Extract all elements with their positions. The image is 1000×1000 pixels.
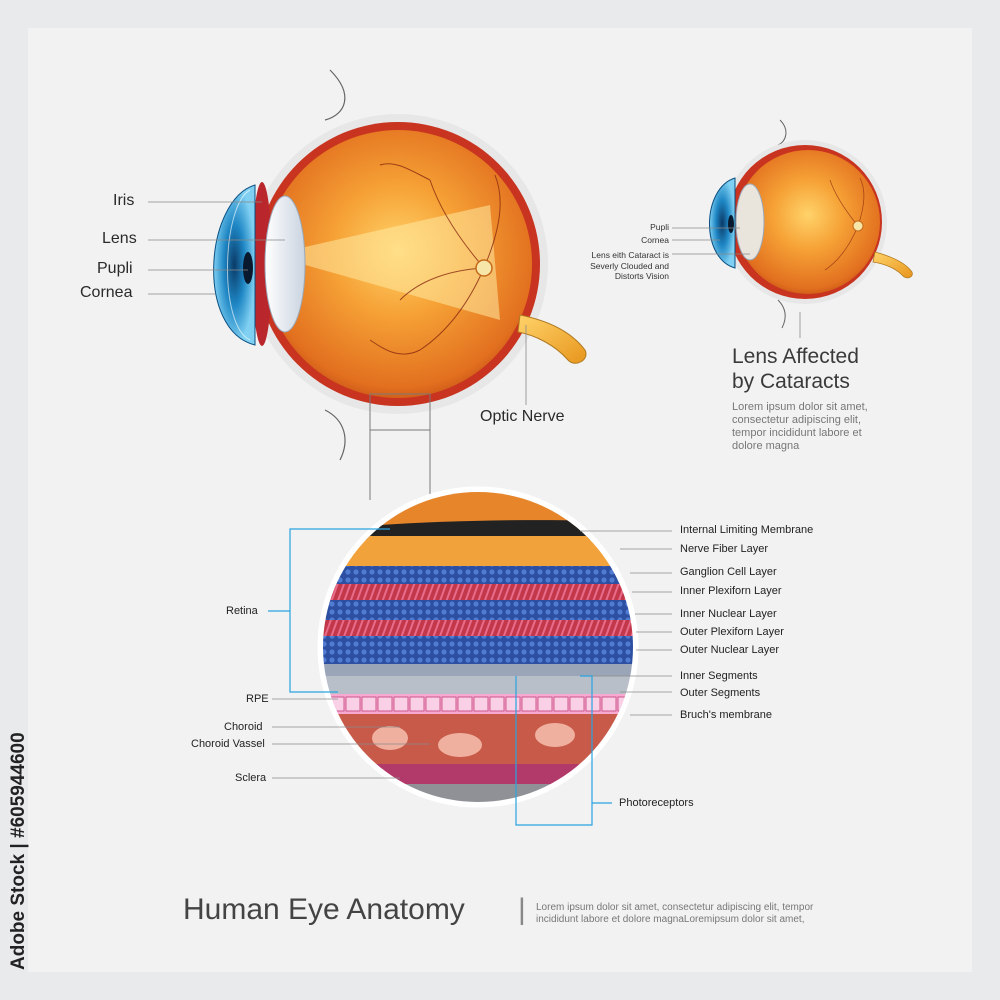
label-optic-nerve: Optic Nerve xyxy=(480,408,565,425)
label-lens: Lens xyxy=(102,230,137,247)
cataract-heading-line2: by Cataracts xyxy=(732,370,850,393)
label-lens-cataract: Lens eith Cataract is Severly Clouded an… xyxy=(590,250,669,281)
cataract-eye xyxy=(709,119,913,329)
label-cataract-pupil: Pupli xyxy=(650,222,669,232)
cataract-description: Lorem ipsum dolor sit amet, consectetur … xyxy=(732,401,868,452)
label-retina: Retina xyxy=(226,605,258,617)
label-ganglion-cell-layer: Ganglion Cell Layer xyxy=(680,566,777,578)
label-bruchs-membrane: Bruch's membrane xyxy=(680,709,772,721)
label-outer-plexiform-layer: Outer Plexiforn Layer xyxy=(680,626,784,638)
label-pupil: Pupli xyxy=(97,260,133,277)
label-internal-limiting-membrane: Internal Limiting Membrane xyxy=(680,524,814,536)
label-cornea: Cornea xyxy=(80,284,133,301)
label-photoreceptors: Photoreceptors xyxy=(619,797,694,809)
stock-watermark-id: Adobe Stock | #605944600 xyxy=(8,732,29,970)
label-outer-segments: Outer Segments xyxy=(680,687,761,699)
label-sclera: Sclera xyxy=(235,772,267,784)
main-eye xyxy=(213,69,587,461)
label-cataract-cornea: Cornea xyxy=(641,235,669,245)
label-nerve-fiber-layer: Nerve Fiber Layer xyxy=(680,543,769,555)
retina-bracket xyxy=(268,528,612,826)
label-iris: Iris xyxy=(113,192,135,209)
label-rpe: RPE xyxy=(246,693,269,705)
label-choroid: Choroid xyxy=(224,721,263,733)
page-title: Human Eye Anatomy xyxy=(183,893,465,926)
label-inner-segments: Inner Segments xyxy=(680,670,758,682)
label-inner-plexiform-layer: Inner Plexiforn Layer xyxy=(680,585,782,597)
label-choroid-vessel: Choroid Vassel xyxy=(191,738,265,750)
label-inner-nuclear-layer: Inner Nuclear Layer xyxy=(680,608,777,620)
label-outer-nuclear-layer: Outer Nuclear Layer xyxy=(680,644,780,656)
zoom-connector xyxy=(369,393,431,500)
leader-lines xyxy=(148,201,801,779)
title-separator: | xyxy=(518,893,526,926)
footer-description: Lorem ipsum dolor sit amet, consectetur … xyxy=(536,902,814,925)
cataract-heading-line1: Lens Affected xyxy=(732,345,859,368)
